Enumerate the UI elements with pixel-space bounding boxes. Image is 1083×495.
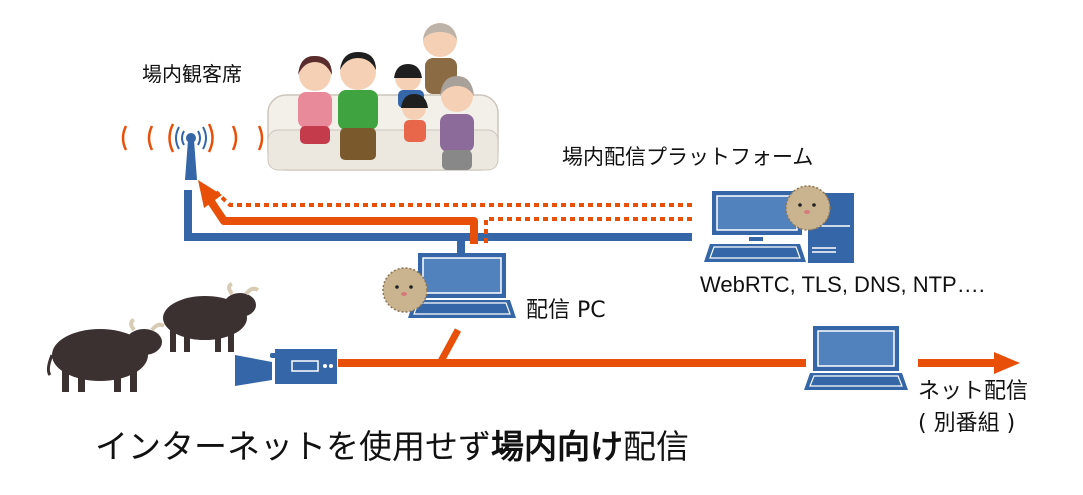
pufferfish-mascot xyxy=(382,267,428,313)
blue-link-stub xyxy=(457,237,465,253)
venue-platform-label: 場内配信プラットフォーム xyxy=(562,145,814,169)
audience-seats-label: 場内観客席 xyxy=(142,62,242,86)
video-camera-icon xyxy=(235,349,337,386)
caption-part1: インターネットを使用せず xyxy=(95,427,491,466)
orange-pc-branch xyxy=(436,328,462,365)
arrow-right-icon xyxy=(918,352,1020,374)
family-audience-illustration xyxy=(267,23,499,171)
orange-dotted-line-upper xyxy=(214,190,692,207)
laptop-icon-broadcast-pc xyxy=(408,253,516,318)
orange-dotted-line-lower xyxy=(484,217,692,245)
net-broadcast-line1: ネット配信 xyxy=(918,379,1029,404)
protocols-label: WebRTC, TLS, DNS, NTP…. xyxy=(700,272,985,297)
bull-illustration xyxy=(163,282,260,352)
net-broadcast-label: ネット配信 ( 別番組 ) xyxy=(918,376,1028,440)
blue-link-line xyxy=(184,190,692,241)
caption-part2: 配信 xyxy=(623,427,689,466)
broadcast-pc-label: 配信 PC xyxy=(526,298,606,323)
caption-bold: 場内向け xyxy=(491,427,623,466)
net-broadcast-line2: ( 別番組 ) xyxy=(918,411,1016,436)
bull-illustration xyxy=(46,318,166,392)
orange-stream-arrow xyxy=(198,180,478,244)
pufferfish-mascot xyxy=(785,185,831,231)
caption: インターネットを使用せず場内向け配信 xyxy=(95,420,689,468)
laptop-icon-net xyxy=(804,326,908,390)
server-computer-icon xyxy=(704,191,854,263)
antenna-icon xyxy=(121,123,264,180)
